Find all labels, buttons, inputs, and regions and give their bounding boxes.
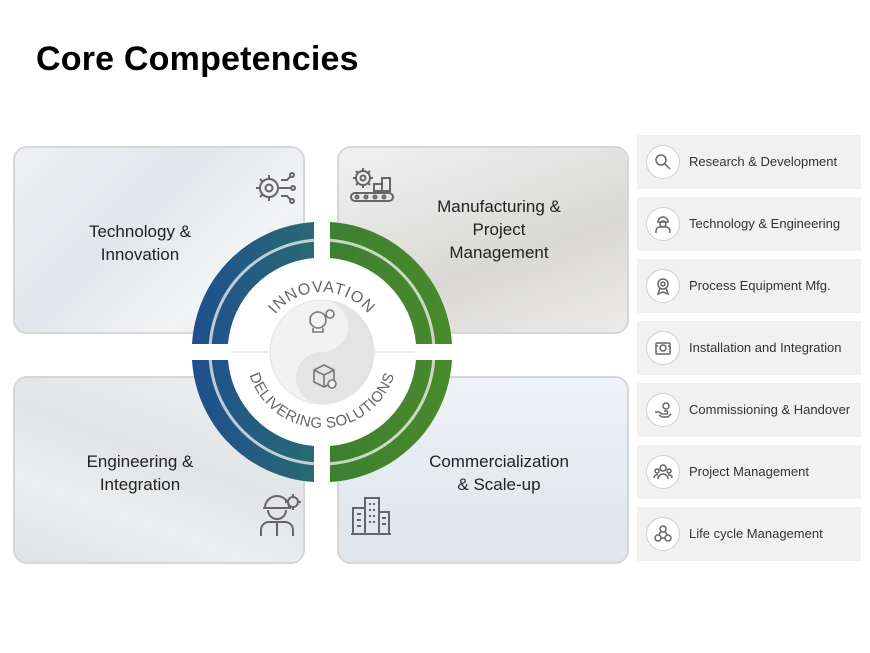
quadrant-label: Engineering & Integration: [86, 452, 194, 494]
badge-gear-icon: [646, 269, 680, 303]
capability-label: Research & Development: [689, 154, 838, 169]
ring-segment-bottom-right: [330, 360, 452, 482]
engineer-icon: [646, 207, 680, 241]
quadrant-technology-innovation: Technology & Innovation: [13, 146, 305, 334]
circuit-gear-icon: [256, 172, 296, 204]
installation-icon: [646, 331, 680, 365]
quadrant-label: Technology & Innovation: [88, 222, 192, 264]
capability-project-management: Project Management: [637, 445, 861, 499]
package-check-icon: [313, 364, 337, 389]
ring-segment-bottom-left: [192, 360, 314, 482]
engineer-gear-icon: [260, 494, 301, 536]
lightbulb-gear-icon: [309, 309, 335, 333]
quadrant-label: Manufacturing & Project Management: [437, 197, 561, 262]
capability-technology-engineering: Technology & Engineering: [637, 197, 861, 251]
capability-commissioning-handover: Commissioning & Handover: [637, 383, 861, 437]
team-icon: [646, 455, 680, 489]
capability-life-cycle-management: Life cycle Management: [637, 507, 861, 561]
buildings-icon: [351, 497, 391, 535]
capability-installation-integration: Installation and Integration: [637, 321, 861, 375]
capability-label: Installation and Integration: [689, 340, 842, 355]
capability-label: Technology & Engineering: [689, 216, 841, 231]
ring-segment-top-right: [330, 222, 452, 344]
gear-conveyor-icon: [350, 168, 394, 202]
capability-label: Project Management: [689, 464, 809, 479]
capability-process-equipment: Process Equipment Mfg.: [637, 259, 861, 313]
quadrant-label: Commercialization & Scale-up: [429, 452, 569, 494]
handover-icon: [646, 393, 680, 427]
capability-label: Life cycle Management: [689, 526, 823, 541]
capability-label: Commissioning & Handover: [689, 402, 851, 417]
lifecycle-icon: [646, 517, 680, 551]
slide-title: Core Competencies: [36, 40, 359, 78]
research-icon: [646, 145, 680, 179]
capability-research-development: Research & Development: [637, 135, 861, 189]
capability-label: Process Equipment Mfg.: [689, 278, 831, 293]
yin-yang-half: [296, 300, 374, 404]
ring-segment-top-left: [192, 222, 314, 344]
